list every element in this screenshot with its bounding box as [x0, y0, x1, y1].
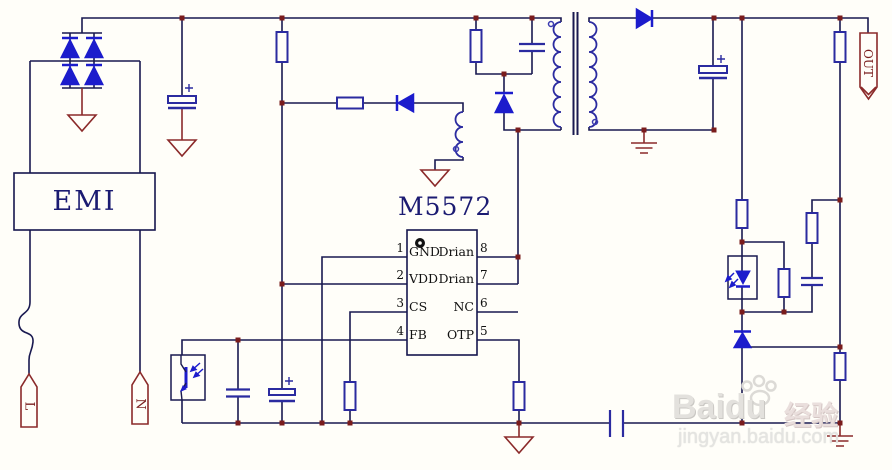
- pin-name-otp: OTP: [447, 327, 474, 342]
- pin-number-2: 2: [396, 268, 404, 282]
- resistor-feedback-top: [735, 199, 749, 229]
- emi-block-box: [13, 172, 156, 231]
- resistor-out-lower: [833, 352, 847, 381]
- resistor-cs: [343, 381, 357, 411]
- ic-body: [406, 229, 478, 356]
- pin-name-drian-7: Drian: [438, 271, 475, 286]
- pin-number-3: 3: [396, 296, 404, 310]
- ground-triangle-otp: [503, 436, 535, 455]
- pin-number-4: 4: [396, 324, 404, 338]
- cap-fb: [226, 388, 250, 398]
- output-diode: [635, 7, 654, 30]
- baidu-paw-icon: [741, 374, 777, 407]
- pin-number-7: 7: [480, 268, 488, 282]
- resistor-out-upper: [833, 31, 847, 63]
- pin-name-vdd: VDD: [409, 271, 439, 286]
- port-label-L: L: [21, 401, 37, 411]
- cap-output-polarized: [698, 55, 728, 80]
- transformer: [452, 12, 599, 158]
- optocoupler-transistor: [170, 354, 206, 401]
- aux-diode: [395, 92, 415, 114]
- pin-name-cs: CS: [409, 299, 428, 314]
- cap-vdd-polarized: [268, 377, 296, 403]
- pin-name-nc: NC: [453, 299, 474, 314]
- secondary-winding: [588, 21, 598, 128]
- wires: [18, 17, 869, 424]
- cap-y-safety: [608, 410, 625, 437]
- port-label-N: N: [132, 398, 148, 410]
- ground-triangle-bulkcap: [166, 139, 198, 158]
- watermark-url: jingyan.baidu.com: [678, 426, 840, 448]
- pin-name-drian-8: Drian: [438, 244, 475, 259]
- pin-number-5: 5: [480, 324, 488, 338]
- light-input-arrows: [189, 362, 204, 379]
- polarity-dot-primary: [547, 20, 555, 28]
- port-flag-N: [131, 370, 149, 425]
- pin-number-6: 6: [480, 296, 488, 310]
- watermark-suffix: 经验: [784, 401, 838, 431]
- cap-compensation: [801, 276, 823, 287]
- junction-dots: [179, 15, 843, 426]
- resistor-led-parallel: [777, 268, 791, 298]
- primary-winding: [552, 21, 562, 128]
- ground-triangle-aux: [419, 169, 451, 188]
- earth-ground-feedback: [827, 435, 853, 447]
- passive-components: [167, 29, 847, 437]
- diodes: [59, 7, 753, 349]
- pin-name-fb: FB: [409, 327, 427, 342]
- resistor-clamp: [469, 29, 483, 63]
- pin-number-8: 8: [480, 241, 488, 255]
- watermark-brand: Baidu: [672, 388, 767, 426]
- led-emission-arrows: [724, 272, 739, 289]
- resistor-otp: [512, 381, 526, 411]
- port-flag-L: [20, 372, 38, 428]
- ic-title: M5572: [398, 192, 493, 221]
- port-label-OUT: OUT: [861, 49, 875, 77]
- ground-symbols: [20, 32, 878, 455]
- pin-name-gnd: GND: [409, 244, 440, 259]
- resistor-aux: [336, 96, 364, 110]
- resistor-startup: [275, 31, 289, 63]
- cap-bulk-polarized: [167, 84, 197, 110]
- polarity-dot-aux: [452, 145, 460, 153]
- zener-diode: [732, 330, 753, 349]
- ground-triangle-bridge: [66, 114, 98, 133]
- bridge-rectifier: [59, 36, 105, 86]
- pin-number-1: 1: [396, 241, 404, 255]
- clamp-diode: [493, 91, 515, 114]
- polarity-dot-secondary: [591, 118, 599, 126]
- aux-winding: [454, 111, 464, 158]
- port-flag-OUT: [859, 32, 878, 101]
- earth-ground-secondary: [631, 142, 657, 154]
- emi-block-label: EMI: [52, 186, 117, 217]
- optocoupler-led: [724, 255, 758, 300]
- cap-clamp: [519, 42, 545, 53]
- resistor-compensation: [805, 212, 819, 244]
- transformer-core: [572, 12, 579, 135]
